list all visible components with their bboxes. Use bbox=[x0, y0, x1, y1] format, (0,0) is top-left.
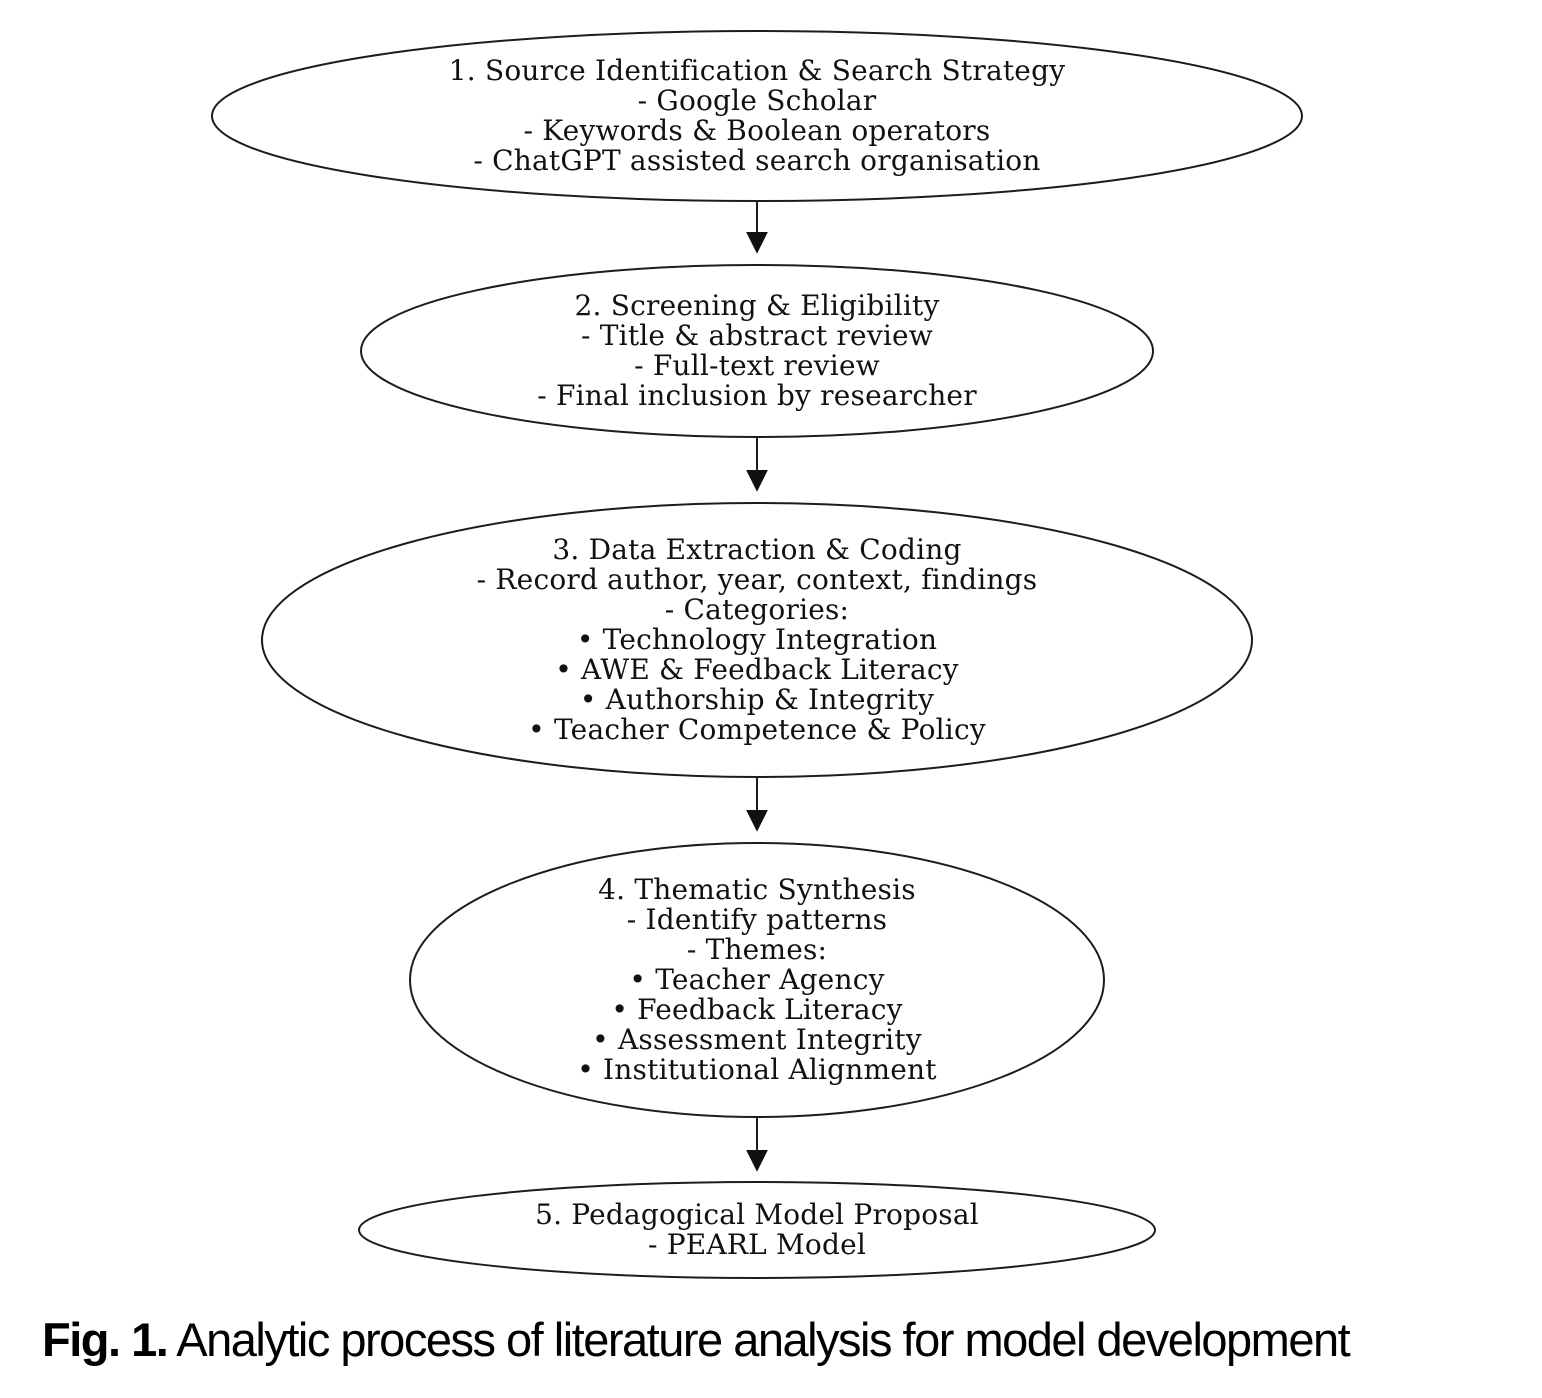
node-line: - Categories: bbox=[664, 593, 850, 626]
flow-node-5-shape bbox=[358, 1181, 1156, 1279]
node-line: • Teacher Competence & Policy bbox=[528, 713, 986, 746]
node-line: - PEARL Model bbox=[647, 1228, 866, 1261]
node-line: • Authorship & Integrity bbox=[579, 683, 935, 716]
flow-node-3-shape bbox=[261, 502, 1253, 778]
node-line: - Keywords & Boolean operators bbox=[523, 114, 991, 147]
flow-node-2-shape bbox=[360, 264, 1154, 438]
flow-node-1-shape bbox=[211, 30, 1303, 202]
figure-caption-label: Fig. 1. bbox=[42, 1313, 169, 1366]
flow-node-5-label: 5. Pedagogical Model Proposal - PEARL Mo… bbox=[357, 1200, 1157, 1260]
node-line: - Full-text review bbox=[634, 349, 880, 382]
flow-node-4-label: 4. Thematic Synthesis - Identify pattern… bbox=[257, 875, 1257, 1085]
node-line: - ChatGPT assisted search organisation bbox=[473, 144, 1041, 177]
node-line: • Technology Integration bbox=[576, 623, 938, 656]
node-line: • Feedback Literacy bbox=[611, 993, 903, 1026]
node-line: 2. Screening & Eligibility bbox=[574, 289, 940, 322]
node-line: 3. Data Extraction & Coding bbox=[552, 533, 962, 566]
flow-node-3-label: 3. Data Extraction & Coding - Record aut… bbox=[157, 535, 1357, 745]
figure-caption-text: Analytic process of literature analysis … bbox=[176, 1313, 1350, 1366]
node-line: 4. Thematic Synthesis bbox=[598, 873, 916, 906]
node-line: - Final inclusion by researcher bbox=[537, 379, 977, 412]
node-line: - Title & abstract review bbox=[581, 319, 933, 352]
node-line: 5. Pedagogical Model Proposal bbox=[535, 1198, 979, 1231]
node-line: • Teacher Agency bbox=[629, 963, 885, 996]
node-line: 1. Source Identification & Search Strate… bbox=[448, 54, 1066, 87]
node-line: - Google Scholar bbox=[637, 84, 877, 117]
node-line: • AWE & Feedback Literacy bbox=[555, 653, 959, 686]
flow-node-4-shape bbox=[409, 842, 1105, 1118]
node-line: • Assessment Integrity bbox=[592, 1023, 922, 1056]
flow-node-1-label: 1. Source Identification & Search Strate… bbox=[157, 56, 1357, 176]
flow-node-2-label: 2. Screening & Eligibility - Title & abs… bbox=[257, 291, 1257, 411]
node-line: - Identify patterns bbox=[626, 903, 888, 936]
figure-caption: Fig. 1. Analytic process of literature a… bbox=[42, 1312, 1522, 1367]
node-line: • Institutional Alignment bbox=[577, 1053, 937, 1086]
node-line: - Record author, year, context, findings bbox=[476, 563, 1038, 596]
node-line: - Themes: bbox=[686, 933, 828, 966]
